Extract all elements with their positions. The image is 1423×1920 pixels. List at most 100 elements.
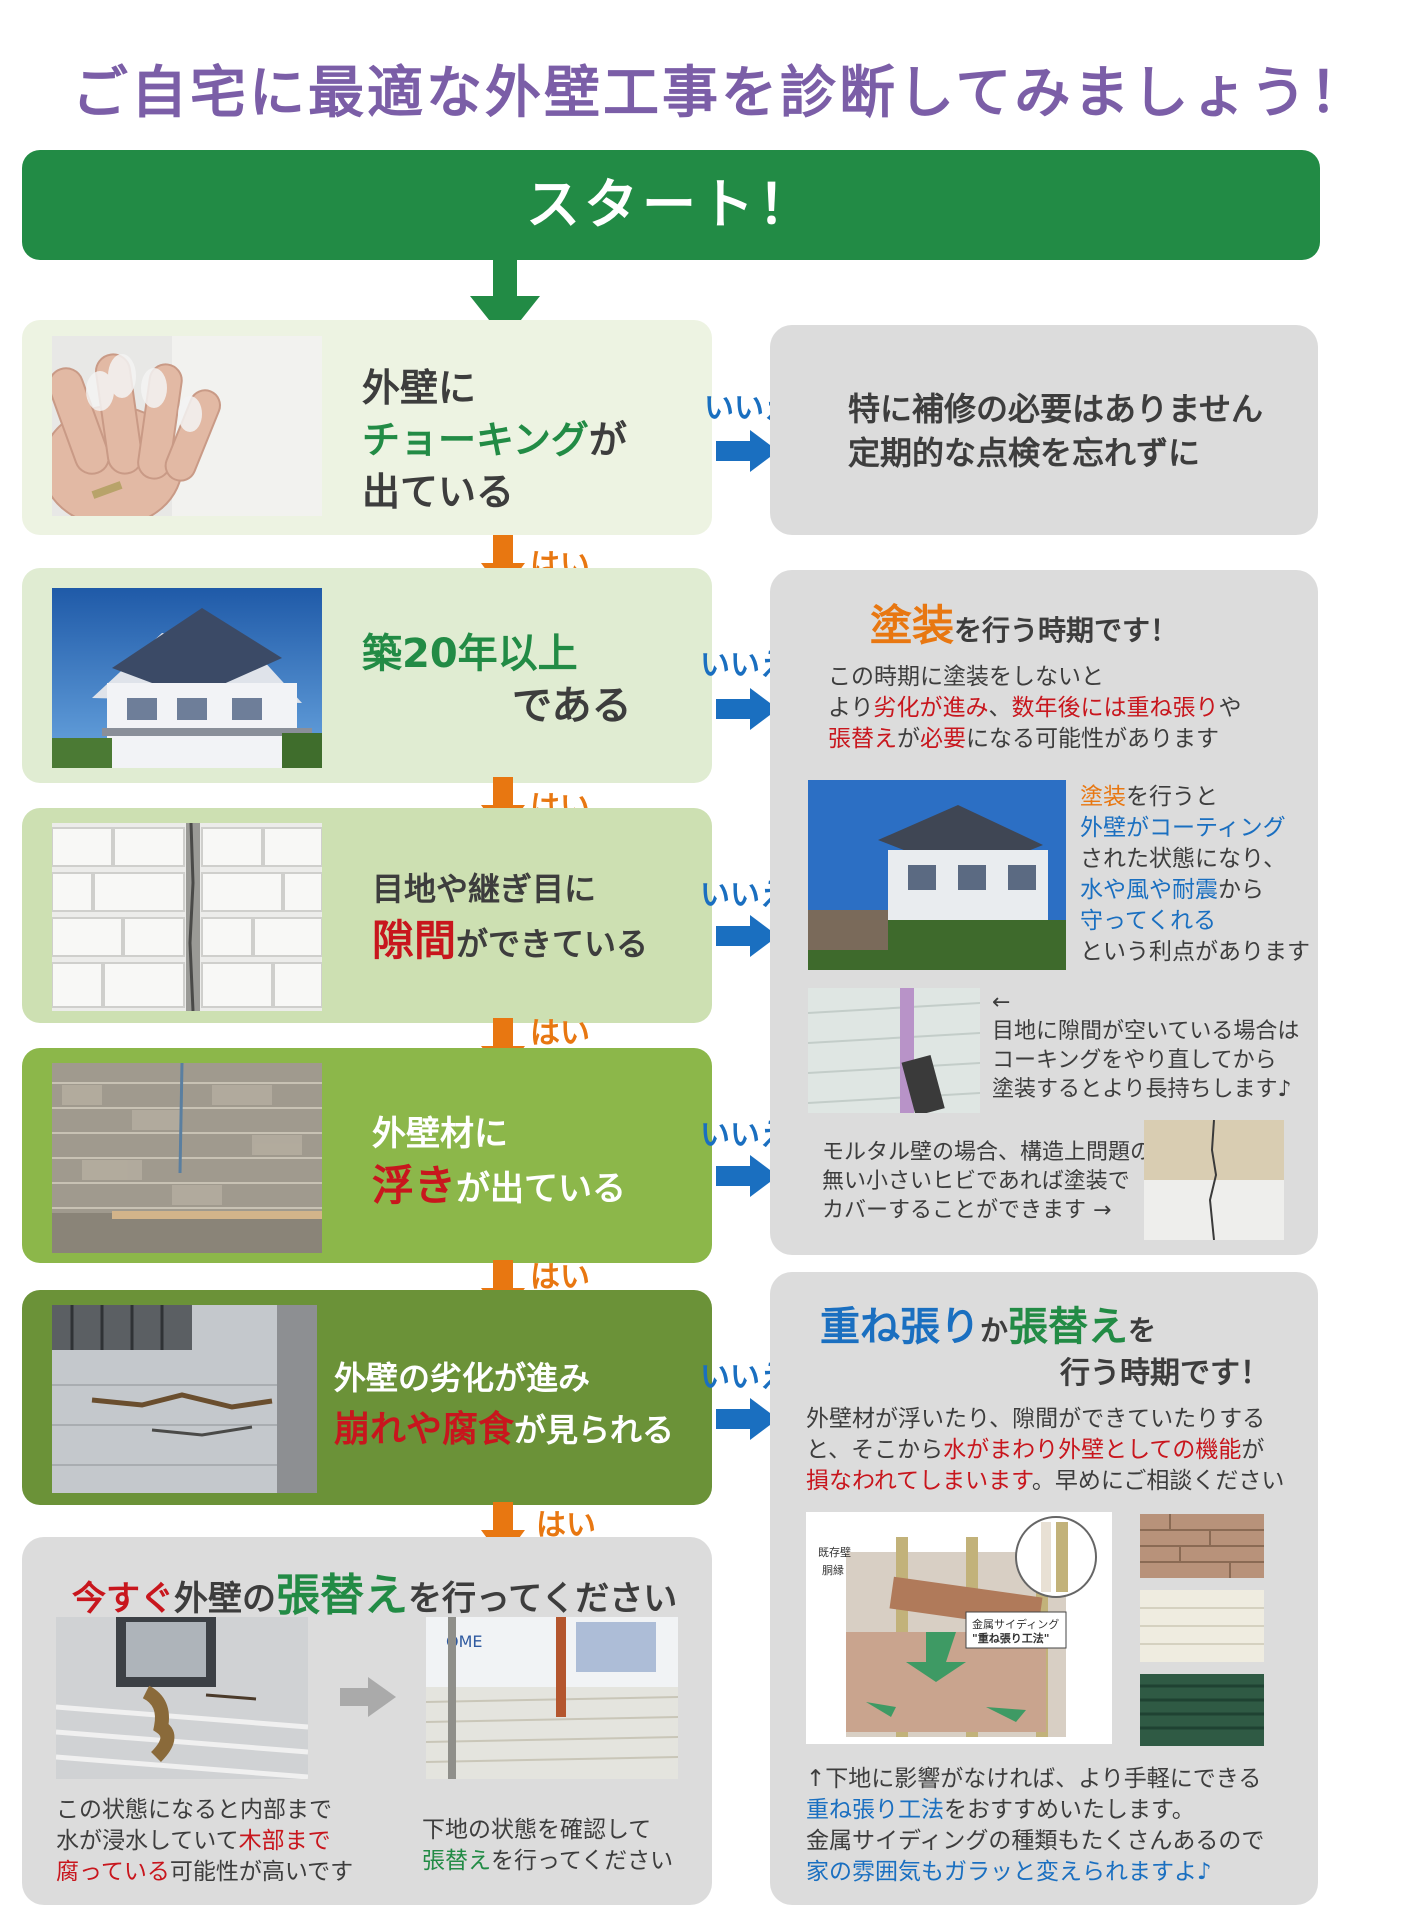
- overlay-head1-end: を: [1128, 1314, 1157, 1347]
- question-decay: 外壁の劣化が進み 崩れや腐食が見られる: [22, 1290, 712, 1505]
- q5-emphasis: 崩れや腐食: [334, 1409, 515, 1450]
- paint-p1: この時期に塗装をしないと: [828, 664, 1104, 690]
- diag-label-metal-siding: 金属サイディング: [972, 1618, 1060, 1631]
- overlay-f1: ↑下地に影響がなければ、より手軽にできる: [806, 1766, 1262, 1792]
- start-banner: スタート！: [22, 150, 1320, 260]
- q3-line1: 目地や継ぎ目に: [372, 870, 597, 908]
- answer-no-repair: 特に補修の必要はありません 定期的な点検を忘れずに: [770, 325, 1318, 535]
- q4-emphasis: 浮き: [372, 1161, 457, 1210]
- replace-left-2a: 水が浸水していて: [56, 1828, 239, 1854]
- replace-right-2b: を行ってください: [491, 1848, 674, 1874]
- q2-no-arrow-icon: [716, 688, 778, 730]
- paint-p2d: 数年後には重ね張り: [1011, 695, 1219, 721]
- paint-caulk0: ←: [992, 990, 1011, 1015]
- caulking-photo: [808, 988, 980, 1113]
- paint-caulk3: 塗装するとより長持ちします♪: [992, 1077, 1292, 1102]
- question-lift: 外壁材に 浮きが出ている: [22, 1048, 712, 1263]
- overlay-p1: 外壁材が浮いたり、隙間ができていたりする: [806, 1406, 1266, 1432]
- overlay-f2a: 重ね張り工法: [806, 1797, 944, 1823]
- q5-line1: 外壁の劣化が進み: [334, 1359, 591, 1397]
- replace-left-3b: 可能性が高いです: [169, 1859, 354, 1885]
- start-down-arrow-icon: [470, 258, 540, 340]
- paint-p3a: 張替え: [828, 726, 897, 752]
- q1-line2: が: [588, 418, 627, 462]
- diag-label-overlay-method: "重ね張り工法": [972, 1632, 1050, 1645]
- overlay-head2: 行う時期です！: [1060, 1356, 1270, 1391]
- q4-line2: が出ている: [456, 1169, 627, 1209]
- chalking-photo: [52, 336, 322, 516]
- overlay-head1-em2: 張替え: [1008, 1304, 1129, 1350]
- question-chalking: 外壁に チョーキングが 出ている: [22, 320, 712, 535]
- paint-head-em: 塗装: [870, 601, 955, 650]
- question-gap: 目地や継ぎ目に 隙間ができている: [22, 808, 712, 1023]
- replace-now-box: 今すぐ外壁の張替えを行ってください OME この状態になると内部まで 水が浸水し…: [22, 1537, 712, 1905]
- siding-samples: [1140, 1514, 1264, 1746]
- house-photo: [52, 588, 322, 768]
- replace-right-1: 下地の状態を確認して: [422, 1817, 652, 1843]
- wall-joint-photo: [52, 823, 322, 1011]
- rotted-wall-photo: [56, 1617, 308, 1779]
- siding-photo: [52, 1063, 322, 1253]
- replace-left-2b: 木部まで: [238, 1828, 331, 1854]
- q4-no-arrow-icon: [716, 1155, 778, 1197]
- paint-p3b: が: [897, 726, 920, 752]
- overlay-p3a: 損なわれてしまいます: [806, 1468, 1032, 1494]
- ans1-line2: 定期的な点検を忘れずに: [848, 434, 1201, 472]
- replace-head-a: 今すぐ: [72, 1579, 174, 1619]
- overlay-f2b: をおすすめいたします。: [944, 1797, 1195, 1823]
- paint-p2a: より: [828, 695, 874, 721]
- paint-p2e: や: [1218, 695, 1242, 721]
- overlay-f4: 家の雰囲気もガラッと変えられますよ♪: [806, 1859, 1212, 1885]
- paint-benefit3: された状態になり、: [1080, 846, 1287, 872]
- paint-benefit5: 守ってくれる: [1080, 908, 1217, 934]
- overlay-diagram-drawing: [846, 1516, 1097, 1737]
- paint-benefit4a: 水や風や耐震: [1080, 877, 1218, 903]
- q1-line3: 出ている: [362, 470, 515, 514]
- q5-no-arrow-icon: [716, 1398, 778, 1440]
- overlay-p3b: 。早めにご相談ください: [1031, 1468, 1285, 1494]
- paint-caulk2: コーキングをやり直してから: [992, 1048, 1277, 1073]
- overlay-p2a: と、そこから: [806, 1437, 944, 1463]
- replace-head-b: 外壁の: [174, 1579, 276, 1619]
- q1-no-arrow-icon: [716, 430, 778, 472]
- replace-head-em: 張替え: [276, 1570, 408, 1621]
- paint-p2c: 、: [988, 695, 1012, 721]
- overlay-head1-mid: か: [980, 1314, 1009, 1347]
- overlay-head1-em: 重ね張り: [820, 1304, 980, 1350]
- replace-head-c: を行ってください: [408, 1579, 678, 1619]
- overlay-p2b: 水がまわり外壁としての機能: [943, 1437, 1242, 1463]
- overlay-time-box: 重ね張りか張替えを 行う時期です！ 外壁材が浮いたり、隙間ができていたりする と…: [770, 1272, 1318, 1905]
- q3-line2: ができている: [456, 925, 649, 963]
- gray-right-arrow-icon: [340, 1677, 396, 1717]
- question-age: 築20年以上 である: [22, 568, 712, 783]
- yes-label-3: はい: [530, 1016, 590, 1051]
- paint-mortar3: カバーすることができます →: [822, 1198, 1112, 1223]
- q2-emphasis: 築20年以上: [362, 631, 578, 677]
- decay-photo: [52, 1305, 317, 1493]
- overlay-p2c: が: [1241, 1437, 1265, 1463]
- overlay-diagram: 既存壁 胴縁 金属サイディング "重ね張り工法": [806, 1512, 1112, 1744]
- paint-p2b: 劣化が進み: [873, 695, 989, 721]
- q1-emphasis: チョーキング: [362, 418, 589, 462]
- painting-time-box: 塗装を行う時期です！ この時期に塗装をしないと より劣化が進み、数年後には重ね張…: [770, 570, 1318, 1255]
- ans1-line1: 特に補修の必要はありません: [848, 390, 1264, 428]
- paint-benefit4b: から: [1218, 877, 1264, 903]
- paint-benefit1b: を行うと: [1126, 784, 1218, 810]
- painted-house-photo: [808, 780, 1066, 970]
- paint-p3c: 必要: [920, 726, 966, 752]
- q4-line1: 外壁材に: [372, 1114, 508, 1154]
- paint-mortar1: モルタル壁の場合、構造上問題の: [822, 1140, 1153, 1165]
- q5-line2: が見られる: [514, 1411, 675, 1449]
- q1-line1: 外壁に: [362, 366, 477, 410]
- overlay-f3: 金属サイディングの種類もたくさんあるので: [806, 1828, 1265, 1854]
- paint-p3d: になる可能性があります: [966, 726, 1219, 752]
- replace-left-1: この状態になると内部まで: [56, 1797, 332, 1823]
- q3-emphasis: 隙間: [372, 916, 457, 965]
- paint-head-rest: を行う時期です！: [954, 614, 1179, 647]
- yes-label-4: はい: [530, 1260, 590, 1295]
- page-title: ご自宅に最適な外壁工事を診断してみましょう！: [72, 61, 1369, 126]
- paint-caulk1: 目地に隙間が空いている場合は: [992, 1019, 1300, 1044]
- paint-benefit1a: 塗装: [1080, 784, 1126, 810]
- paint-mortar2: 無い小さいヒビであれば塗装で: [822, 1169, 1130, 1194]
- diag-label-furring: 胴縁: [822, 1564, 844, 1577]
